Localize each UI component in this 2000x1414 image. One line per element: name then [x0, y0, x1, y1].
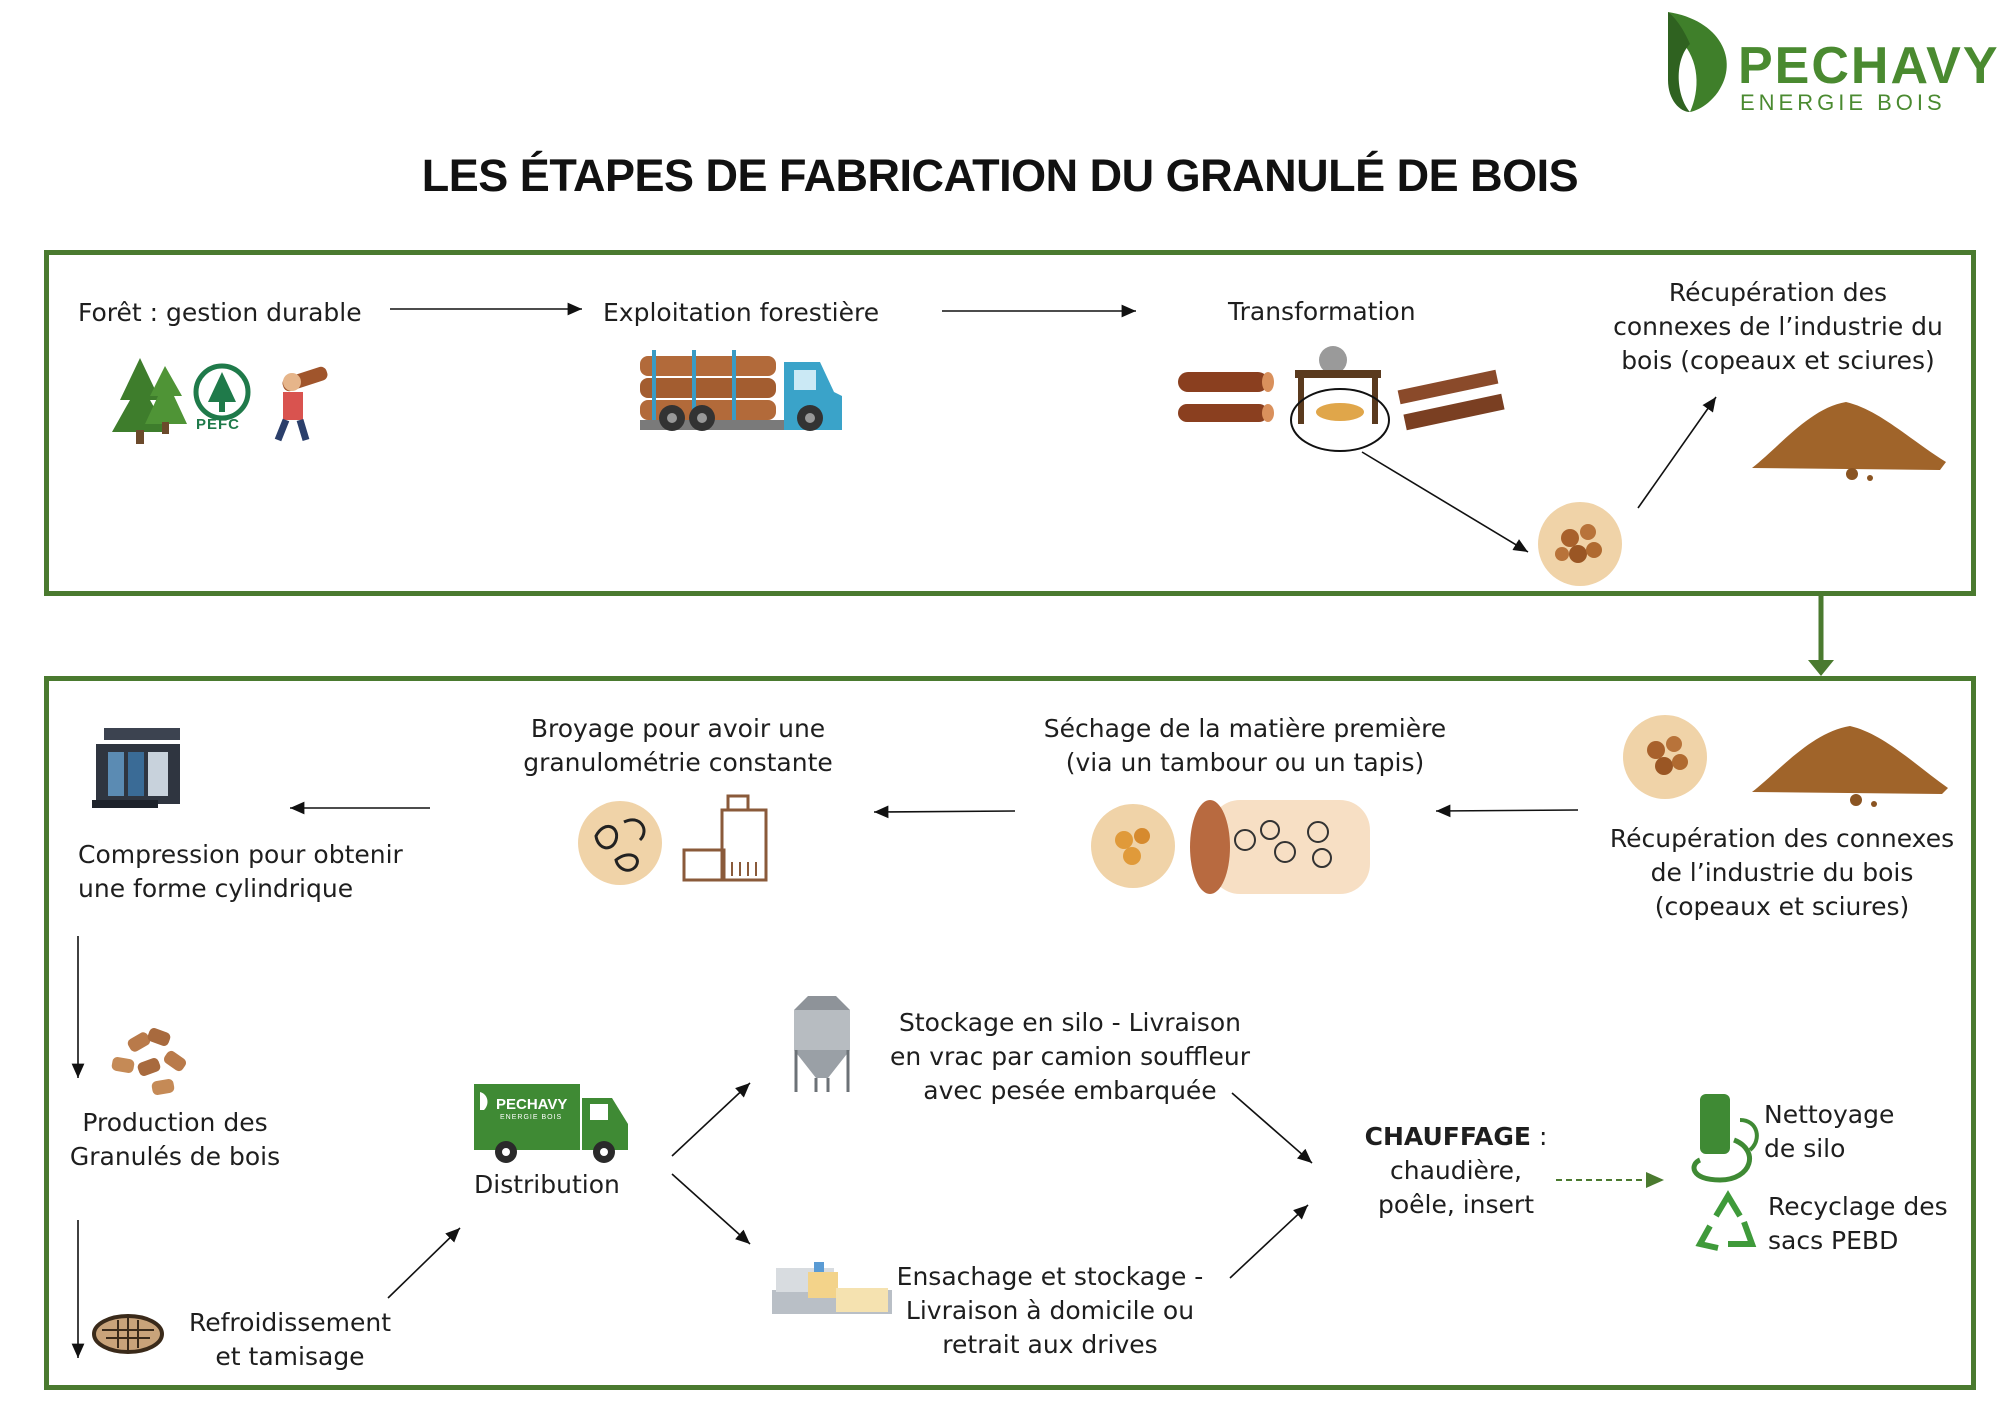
production-section	[44, 676, 1976, 1390]
page-title: LES ÉTAPES DE FABRICATION DU GRANULÉ DE …	[421, 150, 1579, 201]
forest-trees-icon	[112, 358, 187, 444]
step-grinding-label: Broyage pour avoir une granulométrie con…	[523, 714, 833, 777]
step-byproduct-recovery-label: Récupération des connexes de l’industrie…	[1609, 824, 1955, 921]
step-drying-label: Séchage de la matière première (via un t…	[1043, 714, 1447, 777]
pechavy-logo-icon	[1668, 12, 1727, 112]
arrow-recovery-drying	[1435, 804, 1579, 818]
sawmill-table-icon	[1290, 346, 1390, 452]
bagging-machine-icon	[772, 1262, 892, 1314]
grinding-chips-icon	[578, 801, 662, 885]
pellet-press-icon	[92, 728, 180, 808]
silo-cleaning-vacuum-icon	[1691, 1094, 1759, 1183]
arrow-distribution-bagging	[671, 1173, 751, 1245]
planks-icon	[1397, 369, 1505, 431]
truck-brand-label: PECHAVY	[496, 1096, 568, 1113]
step-silo-storage-label: Stockage en silo - Livraison en vrac par…	[890, 1008, 1250, 1105]
step-bagging-storage-label: Ensachage et stockage - Livraison à domi…	[896, 1262, 1204, 1359]
service-silo-cleaning-label: Nettoyage de silo	[1764, 1100, 1895, 1163]
delivery-truck-icon	[474, 1084, 628, 1163]
step-heating-label: CHAUFFAGE : chaudière, poêle, insert	[1364, 1122, 1548, 1219]
wood-chips-icon	[1538, 502, 1622, 586]
step-distribution-label: Distribution	[474, 1170, 620, 1199]
sourcing-section	[44, 250, 1976, 596]
logging-truck-icon	[640, 350, 842, 431]
heating-title: CHAUFFAGE	[1364, 1122, 1531, 1151]
step-forest-label: Forêt : gestion durable	[78, 298, 362, 327]
lumberjack-icon	[274, 366, 328, 442]
arrow-bagging-heating	[1229, 1204, 1309, 1279]
pefc-label: PEFC	[196, 416, 241, 433]
step-byproduct-recovery-label: Récupération des connexes de l’industrie…	[1613, 278, 1943, 375]
arrow-drying-grinding	[873, 805, 1016, 819]
wood-chips-icon	[1623, 715, 1707, 799]
arrow-transformation-chips	[1361, 451, 1529, 553]
section-connector-arrowhead	[1808, 660, 1834, 676]
wood-pellets-icon	[111, 1028, 187, 1096]
arrow-silo-heating	[1231, 1092, 1313, 1164]
step-cooling-sieving-label: Refroidissement et tamisage	[188, 1308, 392, 1371]
sawdust-pile-icon	[1752, 402, 1946, 481]
service-bag-recycling-label: Recyclage des sacs PEBD	[1768, 1192, 1948, 1255]
sawdust-pile-icon	[1752, 726, 1948, 807]
truck-brand-sub: ENERGIE BOIS	[500, 1114, 563, 1121]
step-compression-label: Compression pour obtenir une forme cylin…	[78, 840, 403, 903]
recycling-icon	[1695, 1190, 1757, 1251]
sieve-icon	[92, 1314, 164, 1354]
grinder-machine-icon	[682, 794, 768, 882]
logs-icon	[1178, 372, 1274, 422]
brand-name: PECHAVY	[1738, 37, 2000, 95]
brand-tagline: ENERGIE BOIS	[1740, 90, 1946, 115]
arrow-chips-sawdust	[1637, 396, 1717, 509]
step-transformation-label: Transformation	[1228, 297, 1416, 326]
pefc-logo-icon	[193, 363, 251, 421]
drying-drum-icon	[1091, 800, 1370, 894]
step-production-label: Production des Granulés de bois	[69, 1108, 281, 1171]
silo-icon	[794, 996, 850, 1092]
arrow-cooling-distribution	[387, 1227, 461, 1299]
arrow-distribution-silo	[671, 1082, 751, 1157]
step-exploitation-label: Exploitation forestière	[603, 298, 880, 327]
